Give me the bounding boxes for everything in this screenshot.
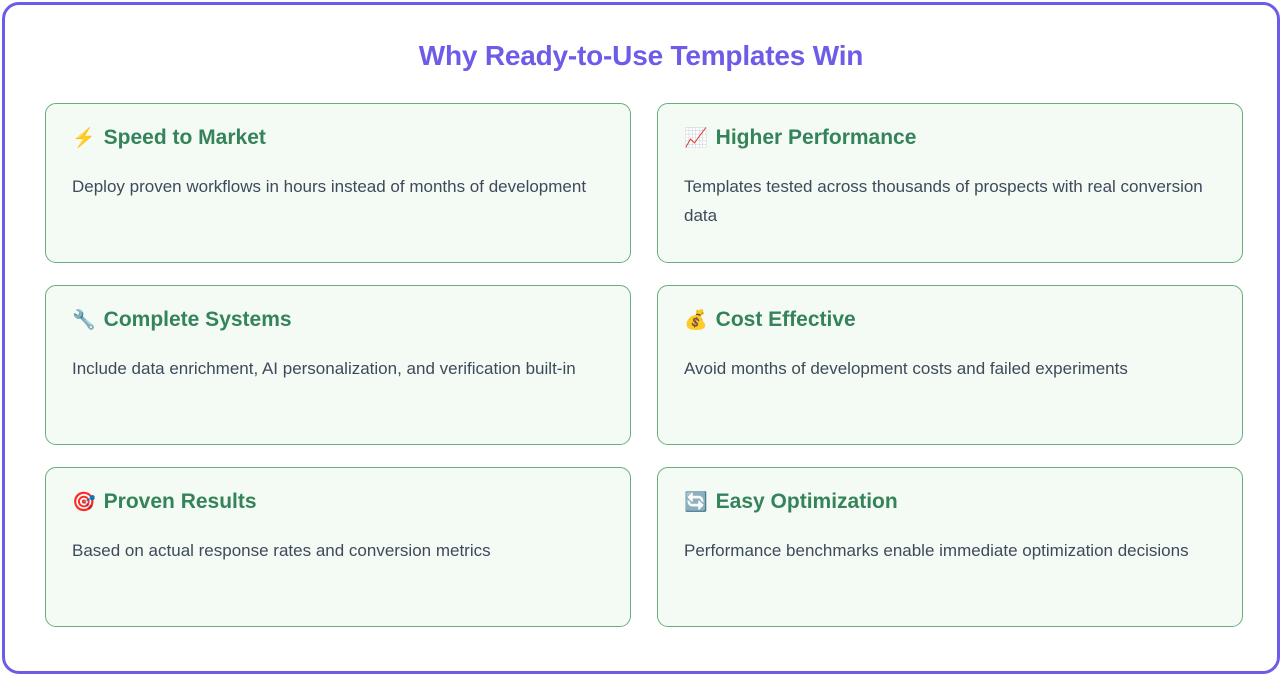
benefit-card-heading-text: Easy Optimization bbox=[715, 489, 898, 513]
benefit-card-proven-results: 🎯 Proven Results Based on actual respons… bbox=[45, 466, 631, 627]
benefit-card-heading-text: Cost Effective bbox=[715, 307, 856, 331]
benefit-card-body: Deploy proven workflows in hours instead… bbox=[72, 177, 587, 197]
benefit-card-cost-effective: 💰 Cost Effective Avoid months of develop… bbox=[657, 284, 1243, 445]
money-bag-icon: 💰 bbox=[684, 309, 708, 331]
benefit-card-speed-to-market: ⚡ Speed to Market Deploy proven workflow… bbox=[45, 102, 631, 263]
high-voltage-icon: ⚡ bbox=[72, 127, 96, 149]
benefit-card-heading-text: Higher Performance bbox=[715, 125, 917, 149]
wrench-icon: 🔧 bbox=[72, 309, 96, 331]
benefit-card-body: Templates tested across thousands of pro… bbox=[684, 177, 1203, 225]
page-title: Why Ready-to-Use Templates Win bbox=[418, 40, 864, 71]
benefit-card-heading-text: Complete Systems bbox=[103, 307, 292, 331]
benefit-card-heading: 💰 Cost Effective bbox=[684, 306, 1216, 334]
benefit-card-easy-optimization: 🔄 Easy Optimization Performance benchmar… bbox=[657, 466, 1243, 627]
benefit-card-body: Include data enrichment, AI personalizat… bbox=[72, 359, 576, 379]
benefit-card-heading: 🔄 Easy Optimization bbox=[684, 488, 1216, 516]
benefit-card-body: Based on actual response rates and conve… bbox=[72, 541, 491, 561]
counterclockwise-arrows-icon: 🔄 bbox=[684, 491, 708, 513]
benefit-card-higher-performance: 📈 Higher Performance Templates tested ac… bbox=[657, 102, 1243, 263]
benefit-card-heading-text: Proven Results bbox=[103, 489, 257, 513]
benefit-card-complete-systems: 🔧 Complete Systems Include data enrichme… bbox=[45, 284, 631, 445]
benefit-card-body: Performance benchmarks enable immediate … bbox=[684, 541, 1189, 561]
direct-hit-icon: 🎯 bbox=[72, 491, 96, 513]
benefit-card-heading-text: Speed to Market bbox=[103, 125, 266, 149]
benefit-card-heading: 🎯 Proven Results bbox=[72, 488, 604, 516]
benefit-card-heading: 📈 Higher Performance bbox=[684, 124, 1216, 152]
benefit-card-grid: ⚡ Speed to Market Deploy proven workflow… bbox=[5, 72, 1277, 627]
chart-increasing-icon: 📈 bbox=[684, 127, 708, 149]
benefit-card-body: Avoid months of development costs and fa… bbox=[684, 359, 1128, 379]
benefit-card-heading: 🔧 Complete Systems bbox=[72, 306, 604, 334]
benefit-card-heading: ⚡ Speed to Market bbox=[72, 124, 604, 152]
